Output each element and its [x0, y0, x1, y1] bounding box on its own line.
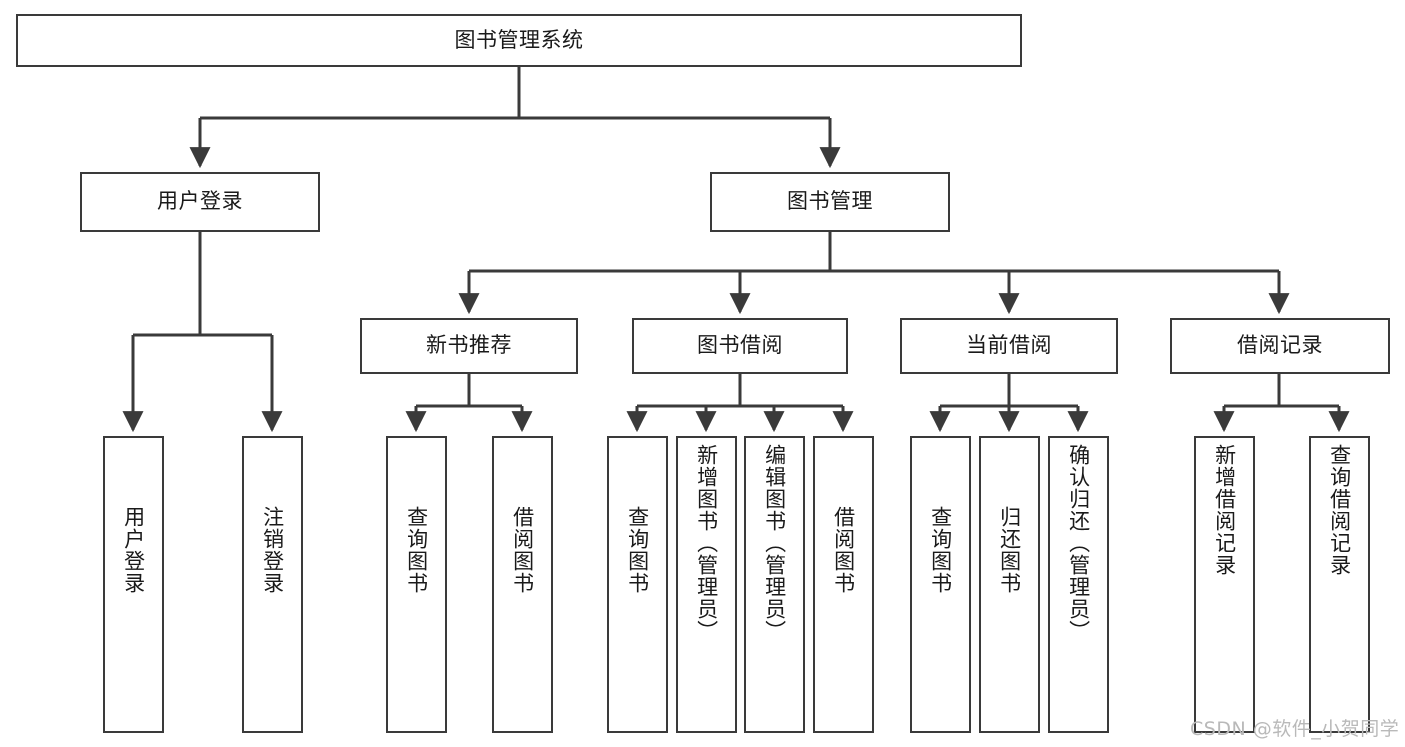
- node-leaf-confirm-return[interactable]: 确认归还（管理员）: [1048, 436, 1109, 733]
- node-book-manage[interactable]: 图书管理: [710, 172, 950, 232]
- node-leaf-add-record-label: 新增借阅记录: [1212, 444, 1237, 576]
- node-leaf-user-login-label: 用户登录: [121, 506, 146, 594]
- node-user-login[interactable]: 用户登录: [80, 172, 320, 232]
- node-new-book-rec-label: 新书推荐: [426, 333, 512, 358]
- node-leaf-add-record[interactable]: 新增借阅记录: [1194, 436, 1255, 733]
- node-leaf-return-book[interactable]: 归还图书: [979, 436, 1040, 733]
- node-borrow-record[interactable]: 借阅记录: [1170, 318, 1390, 374]
- node-leaf-user-login[interactable]: 用户登录: [103, 436, 164, 733]
- node-new-book-rec[interactable]: 新书推荐: [360, 318, 578, 374]
- node-leaf-borrow-book-2-label: 借阅图书: [831, 506, 856, 594]
- node-root-label: 图书管理系统: [454, 27, 584, 52]
- node-leaf-query-record-label: 查询借阅记录: [1327, 444, 1352, 576]
- node-leaf-confirm-return-label: 确认归还（管理员）: [1066, 444, 1091, 642]
- node-leaf-query-book-1[interactable]: 查询图书: [386, 436, 447, 733]
- node-book-borrow-label: 图书借阅: [697, 333, 783, 358]
- node-book-manage-label: 图书管理: [787, 189, 873, 214]
- node-book-borrow[interactable]: 图书借阅: [632, 318, 848, 374]
- node-root[interactable]: 图书管理系统: [16, 14, 1022, 67]
- node-current-borrow[interactable]: 当前借阅: [900, 318, 1118, 374]
- node-leaf-add-book[interactable]: 新增图书（管理员）: [676, 436, 737, 733]
- node-leaf-query-book-3-label: 查询图书: [928, 506, 953, 594]
- node-leaf-query-book-1-label: 查询图书: [404, 506, 429, 594]
- node-current-borrow-label: 当前借阅: [966, 333, 1052, 358]
- node-leaf-query-record[interactable]: 查询借阅记录: [1309, 436, 1370, 733]
- node-leaf-borrow-book-1[interactable]: 借阅图书: [492, 436, 553, 733]
- node-leaf-user-logout-label: 注销登录: [260, 506, 285, 594]
- node-leaf-edit-book[interactable]: 编辑图书（管理员）: [744, 436, 805, 733]
- node-leaf-borrow-book-2[interactable]: 借阅图书: [813, 436, 874, 733]
- node-leaf-return-book-label: 归还图书: [997, 506, 1022, 594]
- node-borrow-record-label: 借阅记录: [1237, 333, 1323, 358]
- node-leaf-edit-book-label: 编辑图书（管理员）: [762, 444, 787, 642]
- node-leaf-borrow-book-1-label: 借阅图书: [510, 506, 535, 594]
- node-user-login-label: 用户登录: [157, 189, 243, 214]
- node-leaf-query-book-2-label: 查询图书: [625, 506, 650, 594]
- node-leaf-add-book-label: 新增图书（管理员）: [694, 444, 719, 642]
- node-leaf-query-book-2[interactable]: 查询图书: [607, 436, 668, 733]
- csdn-watermark: CSDN @软件_小贺同学: [1190, 718, 1400, 740]
- node-leaf-query-book-3[interactable]: 查询图书: [910, 436, 971, 733]
- node-leaf-user-logout[interactable]: 注销登录: [242, 436, 303, 733]
